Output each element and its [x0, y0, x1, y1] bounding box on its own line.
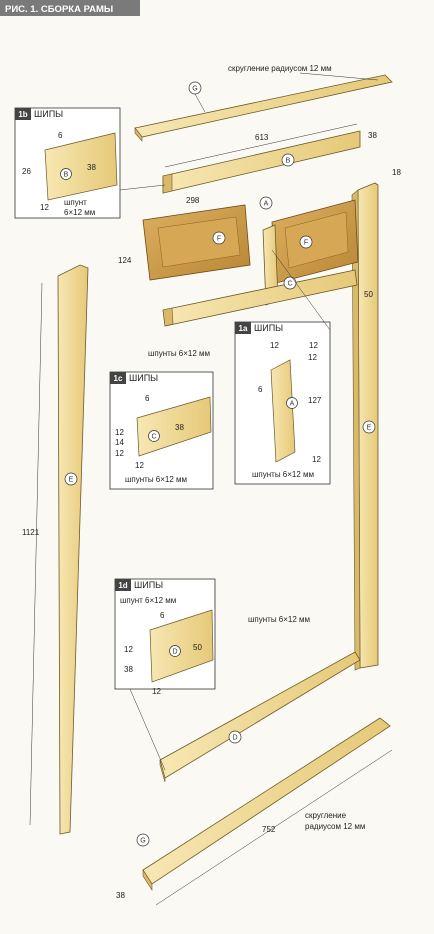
part-g-top: [134, 74, 393, 142]
part-label-f-left: F: [217, 236, 221, 243]
part-d: [159, 651, 361, 783]
detail-1d-note: шпунт 6×12 мм: [120, 596, 176, 605]
detail-1c-dim-3: 14: [115, 438, 124, 447]
detail-1a-dim-1: 12: [270, 341, 279, 350]
dim-f-height: 124: [118, 256, 132, 265]
detail-1c-part: C: [151, 434, 156, 441]
detail-1c: 1c ШИПЫ C 6 12 14 12 38 12 шпунты 6×12 м…: [109, 371, 214, 490]
detail-1a-title: ШИПЫ: [254, 323, 283, 333]
detail-1d-dim-3: 38: [124, 665, 133, 674]
detail-1b-dim-1: 6: [58, 131, 63, 140]
detail-1a-dim-3: 12: [308, 353, 317, 362]
detail-1a-note: шпунты 6×12 мм: [252, 470, 314, 479]
detail-1b-note-2: 6×12 мм: [64, 208, 95, 217]
dim-e-thickness: 18: [392, 168, 401, 177]
detail-1a-dim-4: 6: [258, 385, 263, 394]
detail-1c-tag: 1c: [114, 374, 123, 383]
detail-1c-dim-1: 6: [145, 394, 150, 403]
part-label-f-right: F: [304, 240, 308, 247]
detail-1b-title: ШИПЫ: [34, 109, 63, 119]
part-label-c: C: [287, 281, 292, 288]
callout-splines-right: шпунты 6×12 мм: [248, 615, 310, 624]
dim-g-end: 38: [116, 891, 125, 900]
callout-rounding-bottom-2: радиусом 12 мм: [305, 822, 365, 831]
part-label-a: A: [264, 201, 269, 208]
part-label-b: B: [286, 158, 291, 165]
detail-1d-tag: 1d: [118, 581, 127, 590]
part-c: [162, 269, 358, 327]
part-label-e-right: E: [367, 425, 372, 432]
part-e-left: [57, 264, 89, 835]
detail-1b-part: B: [64, 172, 69, 179]
detail-1c-title: ШИПЫ: [129, 373, 158, 383]
detail-1d-dim-2: 12: [124, 645, 133, 654]
detail-1d: 1d ШИПЫ шпунт 6×12 мм D 6 12 38 12 50: [114, 578, 216, 696]
part-label-g-bottom: G: [140, 838, 145, 845]
detail-1b-dim-2: 26: [22, 167, 31, 176]
dim-b-length: 613: [255, 133, 269, 142]
detail-1d-dim-5: 50: [193, 643, 202, 652]
dim-rail-width: 50: [364, 290, 373, 299]
part-f-left: [142, 204, 251, 281]
detail-1d-title: ШИПЫ: [134, 580, 163, 590]
detail-1c-dim-6: 12: [135, 461, 144, 470]
part-label-e-left: E: [69, 477, 74, 484]
detail-1a: 1a ШИПЫ A 12 12 12 6 127 12 шпунты 6×12 …: [234, 321, 331, 485]
dim-g-length: 752: [262, 825, 276, 834]
detail-1b-note-1: шпунт: [64, 198, 87, 207]
header-bar: [0, 0, 140, 16]
part-label-g-top: G: [192, 86, 197, 93]
detail-1a-dim-5: 127: [308, 396, 322, 405]
detail-1c-note: шпунты 6×12 мм: [125, 475, 187, 484]
callout-rounding-bottom-1: скругление: [305, 811, 347, 820]
detail-1a-part: A: [290, 401, 295, 408]
detail-1d-dim-4: 12: [152, 687, 161, 696]
detail-1c-dim-2: 12: [115, 428, 124, 437]
detail-1a-dim-6: 12: [312, 455, 321, 464]
part-label-d: D: [232, 735, 237, 742]
detail-1b-dim-4: 12: [40, 203, 49, 212]
detail-1c-dim-4: 12: [115, 449, 124, 458]
part-g-bottom: [142, 717, 391, 892]
detail-1b: 1b ШИПЫ B 6 26 38 12 шпунт 6×12 мм: [14, 107, 121, 219]
part-b: [162, 130, 361, 194]
detail-1a-dim-2: 12: [309, 341, 318, 350]
callout-rounding-top: скругление радиусом 12 мм: [228, 64, 332, 73]
dim-b-height: 38: [368, 131, 377, 140]
detail-1d-part: D: [172, 649, 177, 656]
part-f-right: [271, 199, 359, 284]
dim-f-width: 298: [186, 196, 200, 205]
detail-1d-dim-1: 6: [160, 611, 165, 620]
detail-1a-tag: 1a: [239, 324, 248, 333]
detail-1b-tag: 1b: [18, 110, 27, 119]
dim-e-length: 1121: [22, 528, 40, 537]
callout-splines-mid: шпунты 6×12 мм: [148, 349, 210, 358]
detail-1c-dim-5: 38: [175, 423, 184, 432]
figure-title: РИС. 1. СБОРКА РАМЫ: [5, 4, 113, 15]
detail-1b-dim-3: 38: [87, 163, 96, 172]
